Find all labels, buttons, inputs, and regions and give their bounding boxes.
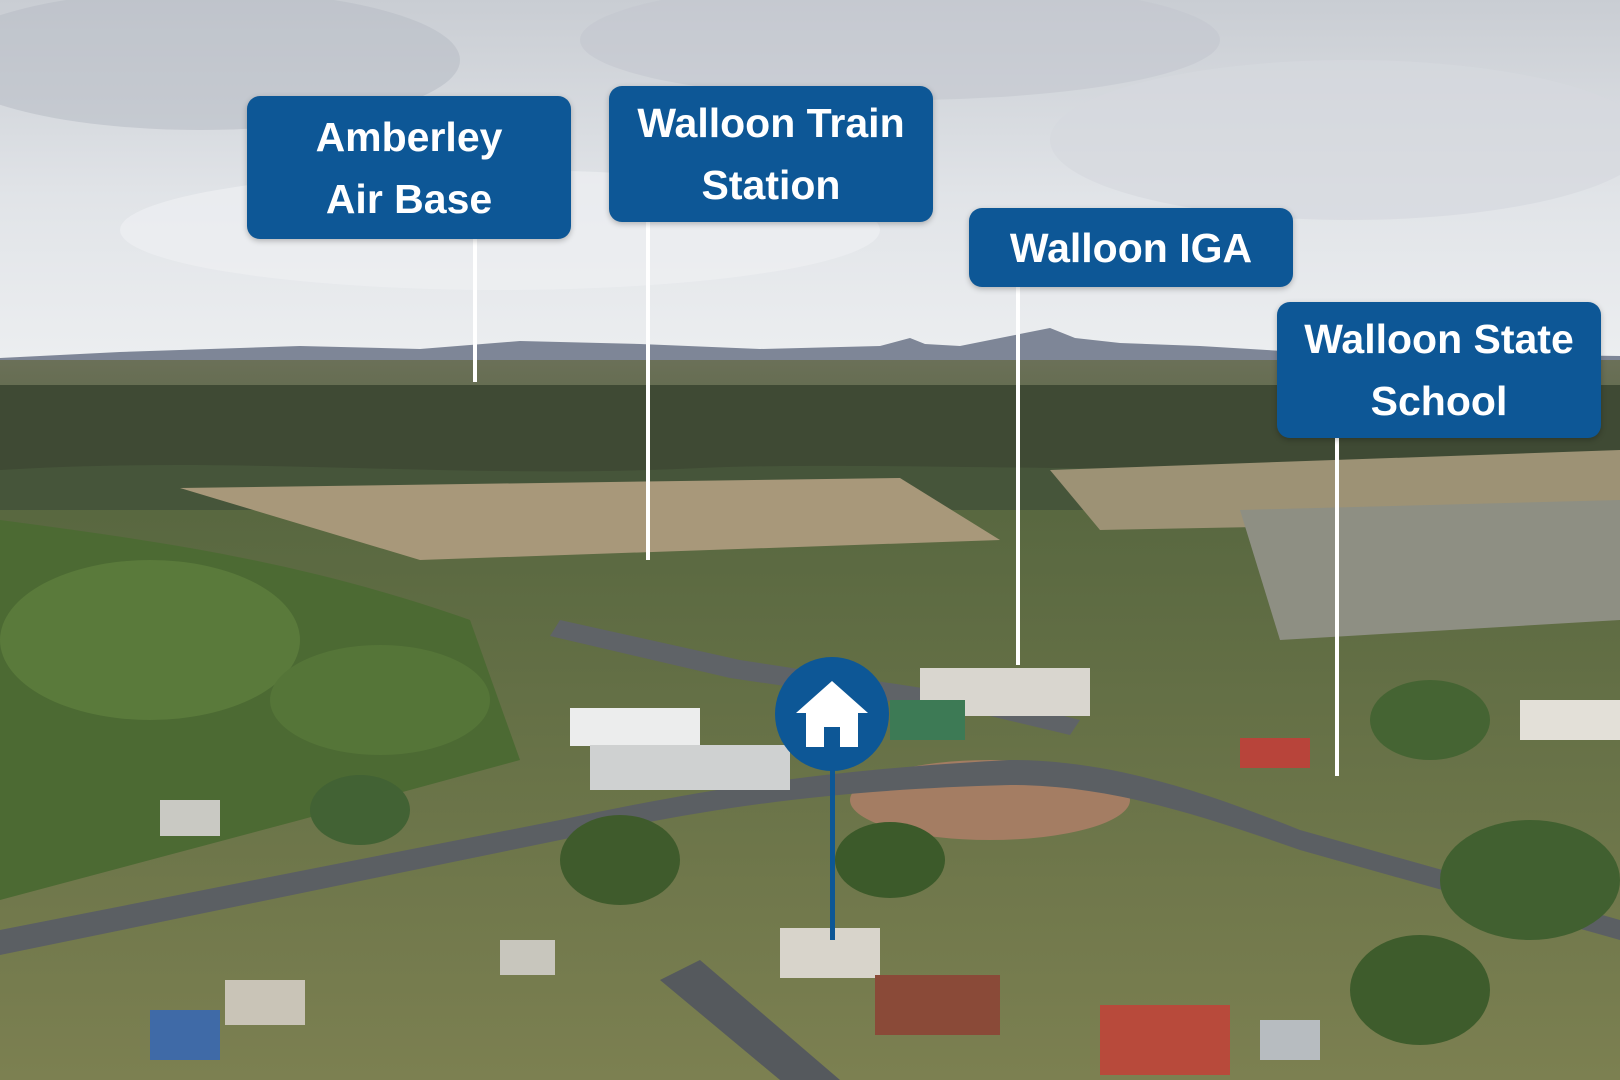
school-leader-line [1335,436,1339,776]
label-walloon-state-school: Walloon State School [1277,302,1601,438]
label-line: Station [701,162,841,208]
train-station-leader-line [646,220,650,560]
home-leader-line [830,760,835,940]
label-walloon-train-station: Walloon Train Station [609,86,933,222]
label-line: Walloon Train [637,100,905,146]
label-amberley-air-base: Amberley Air Base [247,96,571,239]
label-line: Walloon State [1304,316,1574,362]
label-line: School [1370,378,1508,424]
house-icon [796,681,868,747]
label-walloon-iga: Walloon IGA [969,208,1293,287]
iga-leader-line [1016,285,1020,665]
main-road [0,760,1620,955]
amberley-leader-line [473,237,477,382]
home-location-marker [775,657,889,771]
label-line: Air Base [325,175,493,222]
label-line: Amberley [315,113,503,160]
label-line: Walloon IGA [1009,224,1253,271]
